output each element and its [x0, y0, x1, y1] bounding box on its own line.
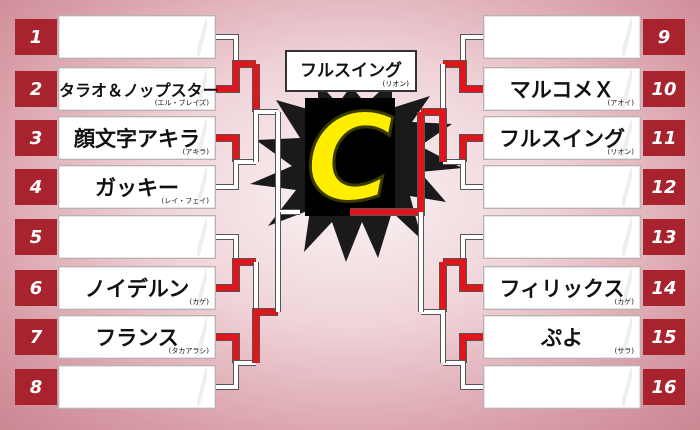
entry-name: ガッキー — [95, 176, 179, 200]
entry-8[interactable] — [58, 365, 216, 409]
box-shine — [622, 18, 632, 56]
entry-player: (レイ・フェイ) — [161, 197, 209, 205]
box-shine — [197, 218, 207, 256]
box-shine — [622, 318, 632, 356]
entry-player: (アオイ) — [607, 99, 634, 107]
r-r1-2b — [443, 160, 483, 189]
entry-player: (タカアラシ) — [168, 347, 209, 355]
entry-player: (カゲ) — [189, 298, 209, 306]
l-r1-2b — [216, 160, 256, 189]
box-shine — [197, 168, 207, 206]
entry-name: フルスイング — [499, 127, 625, 151]
seed-5: 5 — [15, 219, 57, 255]
r-r1-3b — [443, 259, 483, 291]
box-shine — [622, 168, 632, 206]
box-shine — [197, 269, 207, 307]
r-r1-2a — [460, 135, 483, 162]
l-r1-2a — [216, 135, 239, 162]
box-shine — [197, 70, 207, 108]
box-shine — [622, 269, 632, 307]
r-r2-2b — [421, 310, 445, 363]
seed-3: 3 — [15, 120, 57, 156]
entry-name: ノイデルン — [84, 277, 190, 301]
entry-name: マルコメＸ — [509, 78, 615, 102]
entry-9[interactable] — [483, 15, 641, 59]
box-shine — [622, 70, 632, 108]
c-logo-icon: C — [304, 102, 395, 214]
r-r1-1a — [461, 35, 483, 64]
l-r2-2b-outline — [252, 308, 278, 363]
entry-14[interactable]: フィリックス(カゲ) — [483, 266, 641, 310]
entry-name: ぷよ — [541, 326, 583, 350]
entry-name: 顔文字アキラ — [74, 127, 200, 151]
seed-13: 13 — [643, 219, 685, 255]
champion-player: (リオン) — [382, 80, 409, 88]
r-r2-1b — [421, 109, 446, 162]
champion-name: フルスイング — [300, 61, 402, 81]
l-r1-1b — [216, 61, 256, 92]
seed-15: 15 — [643, 319, 685, 355]
entry-name: フィリックス — [499, 277, 625, 301]
r-r1-4b — [443, 361, 483, 389]
entry-12[interactable] — [483, 165, 641, 209]
entry-11[interactable]: フルスイング(リオン) — [483, 116, 641, 160]
box-shine — [197, 368, 207, 406]
r-r1-4a — [460, 334, 483, 363]
seed-9: 9 — [643, 19, 685, 55]
seed-6: 6 — [15, 270, 57, 306]
entry-6[interactable]: ノイデルン(カゲ) — [58, 266, 216, 310]
entry-5[interactable] — [58, 215, 216, 259]
entry-16[interactable] — [483, 365, 641, 409]
l-r2-1b — [254, 110, 278, 162]
entry-4[interactable]: ガッキー(レイ・フェイ) — [58, 165, 216, 209]
l-r1-1a-outline — [216, 34, 239, 64]
l-r2-2b — [253, 309, 278, 363]
box-shine — [197, 318, 207, 356]
logo-square — [305, 98, 395, 216]
seed-16: 16 — [643, 369, 685, 405]
r-r1-3a — [461, 235, 483, 262]
seed-2: 2 — [15, 71, 57, 107]
entry-15[interactable]: ぷよ (サラ) — [483, 315, 641, 359]
entry-player: (サラ) — [614, 347, 634, 355]
svg-text:C: C — [306, 102, 394, 214]
l-r1-3a — [216, 235, 238, 262]
entry-name: フランス — [95, 326, 179, 350]
champion-box: フルスイング (リオン) — [285, 50, 417, 92]
box-shine — [622, 218, 632, 256]
l-r1-1a — [216, 35, 238, 64]
seed-10: 10 — [643, 71, 685, 107]
r-r2-2b-outline — [421, 309, 446, 363]
l-r1-4b — [216, 361, 256, 389]
r-r1-1b — [443, 61, 483, 92]
entry-1[interactable] — [58, 15, 216, 59]
entry-10[interactable]: マルコメＸ(アオイ) — [483, 67, 641, 111]
l-r1-4a — [216, 334, 239, 363]
l-r1-3b — [216, 259, 256, 291]
box-shine — [622, 368, 632, 406]
box-shine — [622, 119, 632, 157]
seed-4: 4 — [15, 169, 57, 205]
r-r1-1a-outline — [460, 34, 483, 64]
entry-player: (エル・ブレイズ) — [154, 99, 209, 107]
entry-7[interactable]: フランス(タカアラシ) — [58, 315, 216, 359]
seed-11: 11 — [643, 120, 685, 156]
seed-8: 8 — [15, 369, 57, 405]
entry-name: タラオ＆ノップスター — [59, 81, 219, 100]
box-shine — [197, 18, 207, 56]
entry-player: (カゲ) — [614, 298, 634, 306]
entry-3[interactable]: 顔文字アキラ(アキラ) — [58, 116, 216, 160]
entry-2[interactable]: タラオ＆ノップスター(エル・ブレイズ) — [58, 67, 219, 111]
seed-14: 14 — [643, 270, 685, 306]
entry-player: (リオン) — [607, 148, 634, 156]
box-shine — [197, 119, 207, 157]
seed-12: 12 — [643, 169, 685, 205]
entry-13[interactable] — [483, 215, 641, 259]
seed-1: 1 — [15, 19, 57, 55]
seed-7: 7 — [15, 319, 57, 355]
l-r2-1b-outline — [253, 109, 278, 162]
entry-player: (アキラ) — [182, 148, 209, 156]
